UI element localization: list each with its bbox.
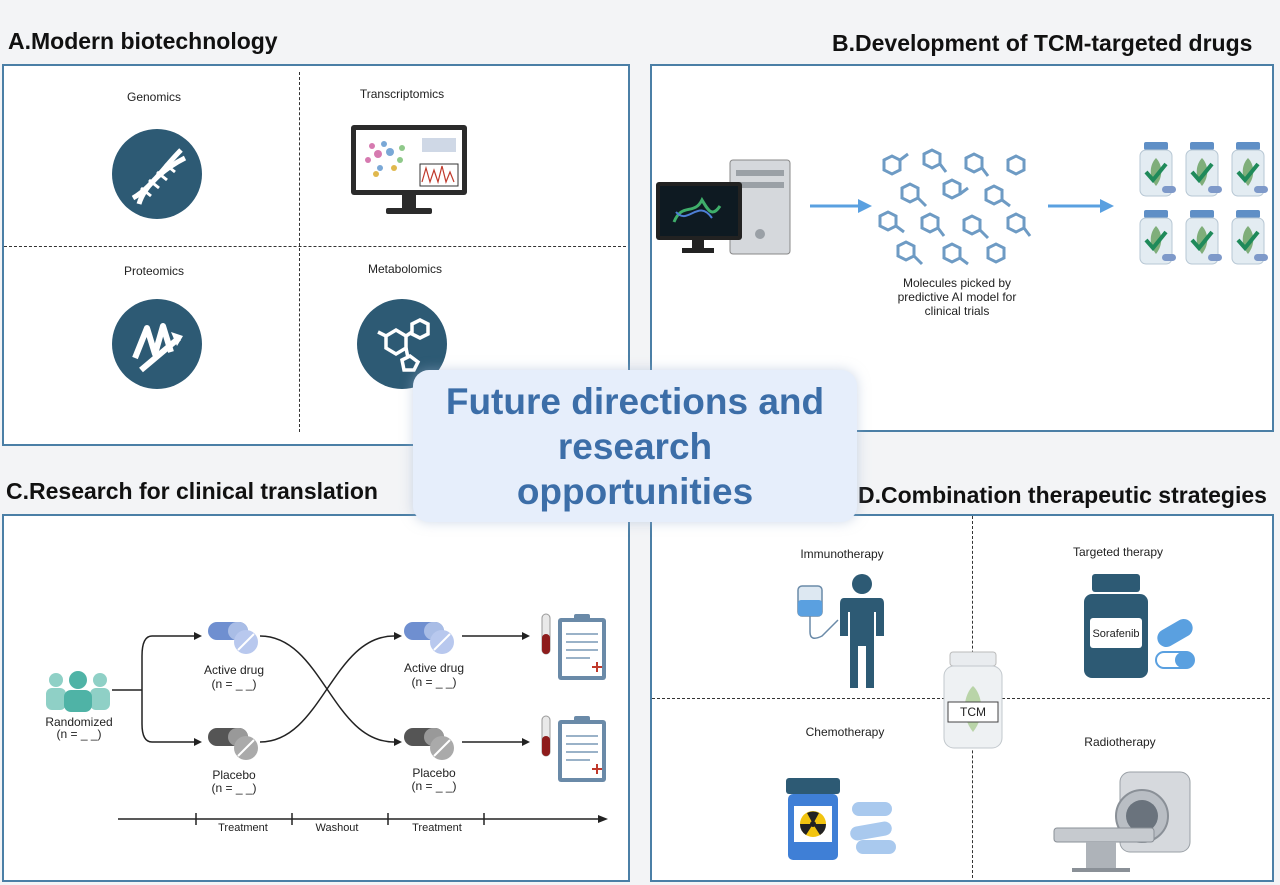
active-drug-label: Active drug — [203, 663, 265, 677]
placebo-pill-icon — [208, 728, 258, 760]
active-drug-pill-icon — [404, 622, 454, 654]
genomics-label: Genomics — [126, 90, 182, 104]
clipboard-report-icon — [541, 715, 606, 782]
chemotherapy-label: Chemotherapy — [805, 725, 885, 739]
metabolomics-label: Metabolomics — [367, 262, 443, 276]
clipboard-report-icon — [541, 613, 606, 680]
radiotherapy-label: Radiotherapy — [1084, 735, 1156, 749]
molecule-cloud-icon — [878, 148, 1032, 266]
active-drug-pill-icon — [208, 622, 258, 654]
sorafenib-bottle-icon — [1084, 574, 1195, 678]
molecules-caption-line2: predictive AI model for — [897, 290, 1017, 304]
active-drug-n-label: (n = _ _) — [411, 675, 457, 689]
center-title-box: Future directions and research opportuni… — [413, 370, 857, 522]
panel-c: Randomized (n = _ _) — [2, 514, 630, 882]
randomized-n-label: (n = _ _) — [56, 727, 102, 741]
radiotherapy-machine-icon — [1053, 771, 1191, 872]
molecules-caption-line3: clinical trials — [924, 304, 990, 318]
monitor-icon — [351, 125, 467, 214]
computer-icon — [656, 159, 791, 255]
placebo-n-label: (n = _ _) — [411, 779, 457, 793]
chemo-bottle-icon — [786, 778, 896, 860]
panel-d: Immunotherapy Targeted therapy Chemother… — [650, 514, 1274, 882]
panel-a-divider-horizontal — [4, 246, 626, 247]
sorafenib-label: Sorafenib — [1092, 628, 1140, 640]
placebo-label: Placebo — [412, 766, 456, 780]
tcm-label: TCM — [960, 705, 986, 719]
randomized-label: Randomized — [45, 715, 113, 729]
panel-a-divider-vertical — [299, 72, 300, 432]
panel-d-title: D.Combination therapeutic strategies — [858, 482, 1267, 508]
iv-drip-person-icon — [797, 574, 884, 688]
dna-icon — [112, 129, 202, 219]
immunotherapy-label: Immunotherapy — [800, 547, 884, 561]
center-title: Future directions and research opportuni… — [445, 380, 825, 512]
placebo-label: Placebo — [212, 768, 256, 782]
arrow-right-icon — [810, 199, 872, 213]
timeline-treatment-label: Treatment — [218, 822, 268, 834]
active-drug-n-label: (n = _ _) — [211, 677, 257, 691]
placebo-pill-icon — [404, 728, 454, 760]
drug-bottles-icon — [1138, 140, 1270, 266]
people-group-icon — [46, 671, 110, 712]
panel-a: Genomics Transcriptomics Proteomics Meta… — [2, 64, 630, 446]
timeline-washout-label: Washout — [315, 822, 359, 834]
targeted-therapy-label: Targeted therapy — [1072, 545, 1164, 559]
tcm-bottle-icon — [943, 651, 1003, 749]
panel-a-title: A.Modern biotechnology — [8, 28, 278, 54]
panel-b-title: B.Development of TCM-targeted drugs — [832, 30, 1253, 56]
transcriptomics-label: Transcriptomics — [359, 87, 445, 101]
molecules-caption-line1: Molecules picked by — [902, 276, 1012, 290]
trial-flow-arrows — [112, 632, 530, 746]
active-drug-label: Active drug — [403, 661, 465, 675]
placebo-n-label: (n = _ _) — [211, 781, 257, 795]
panel-c-title: C.Research for clinical translation — [6, 478, 378, 504]
molecule-icon — [357, 299, 447, 389]
timeline-treatment-label: Treatment — [412, 822, 462, 834]
proteomics-label: Proteomics — [123, 264, 185, 278]
arrow-right-icon — [1048, 199, 1114, 213]
protein-icon — [112, 299, 202, 389]
timeline-axis — [118, 813, 608, 825]
